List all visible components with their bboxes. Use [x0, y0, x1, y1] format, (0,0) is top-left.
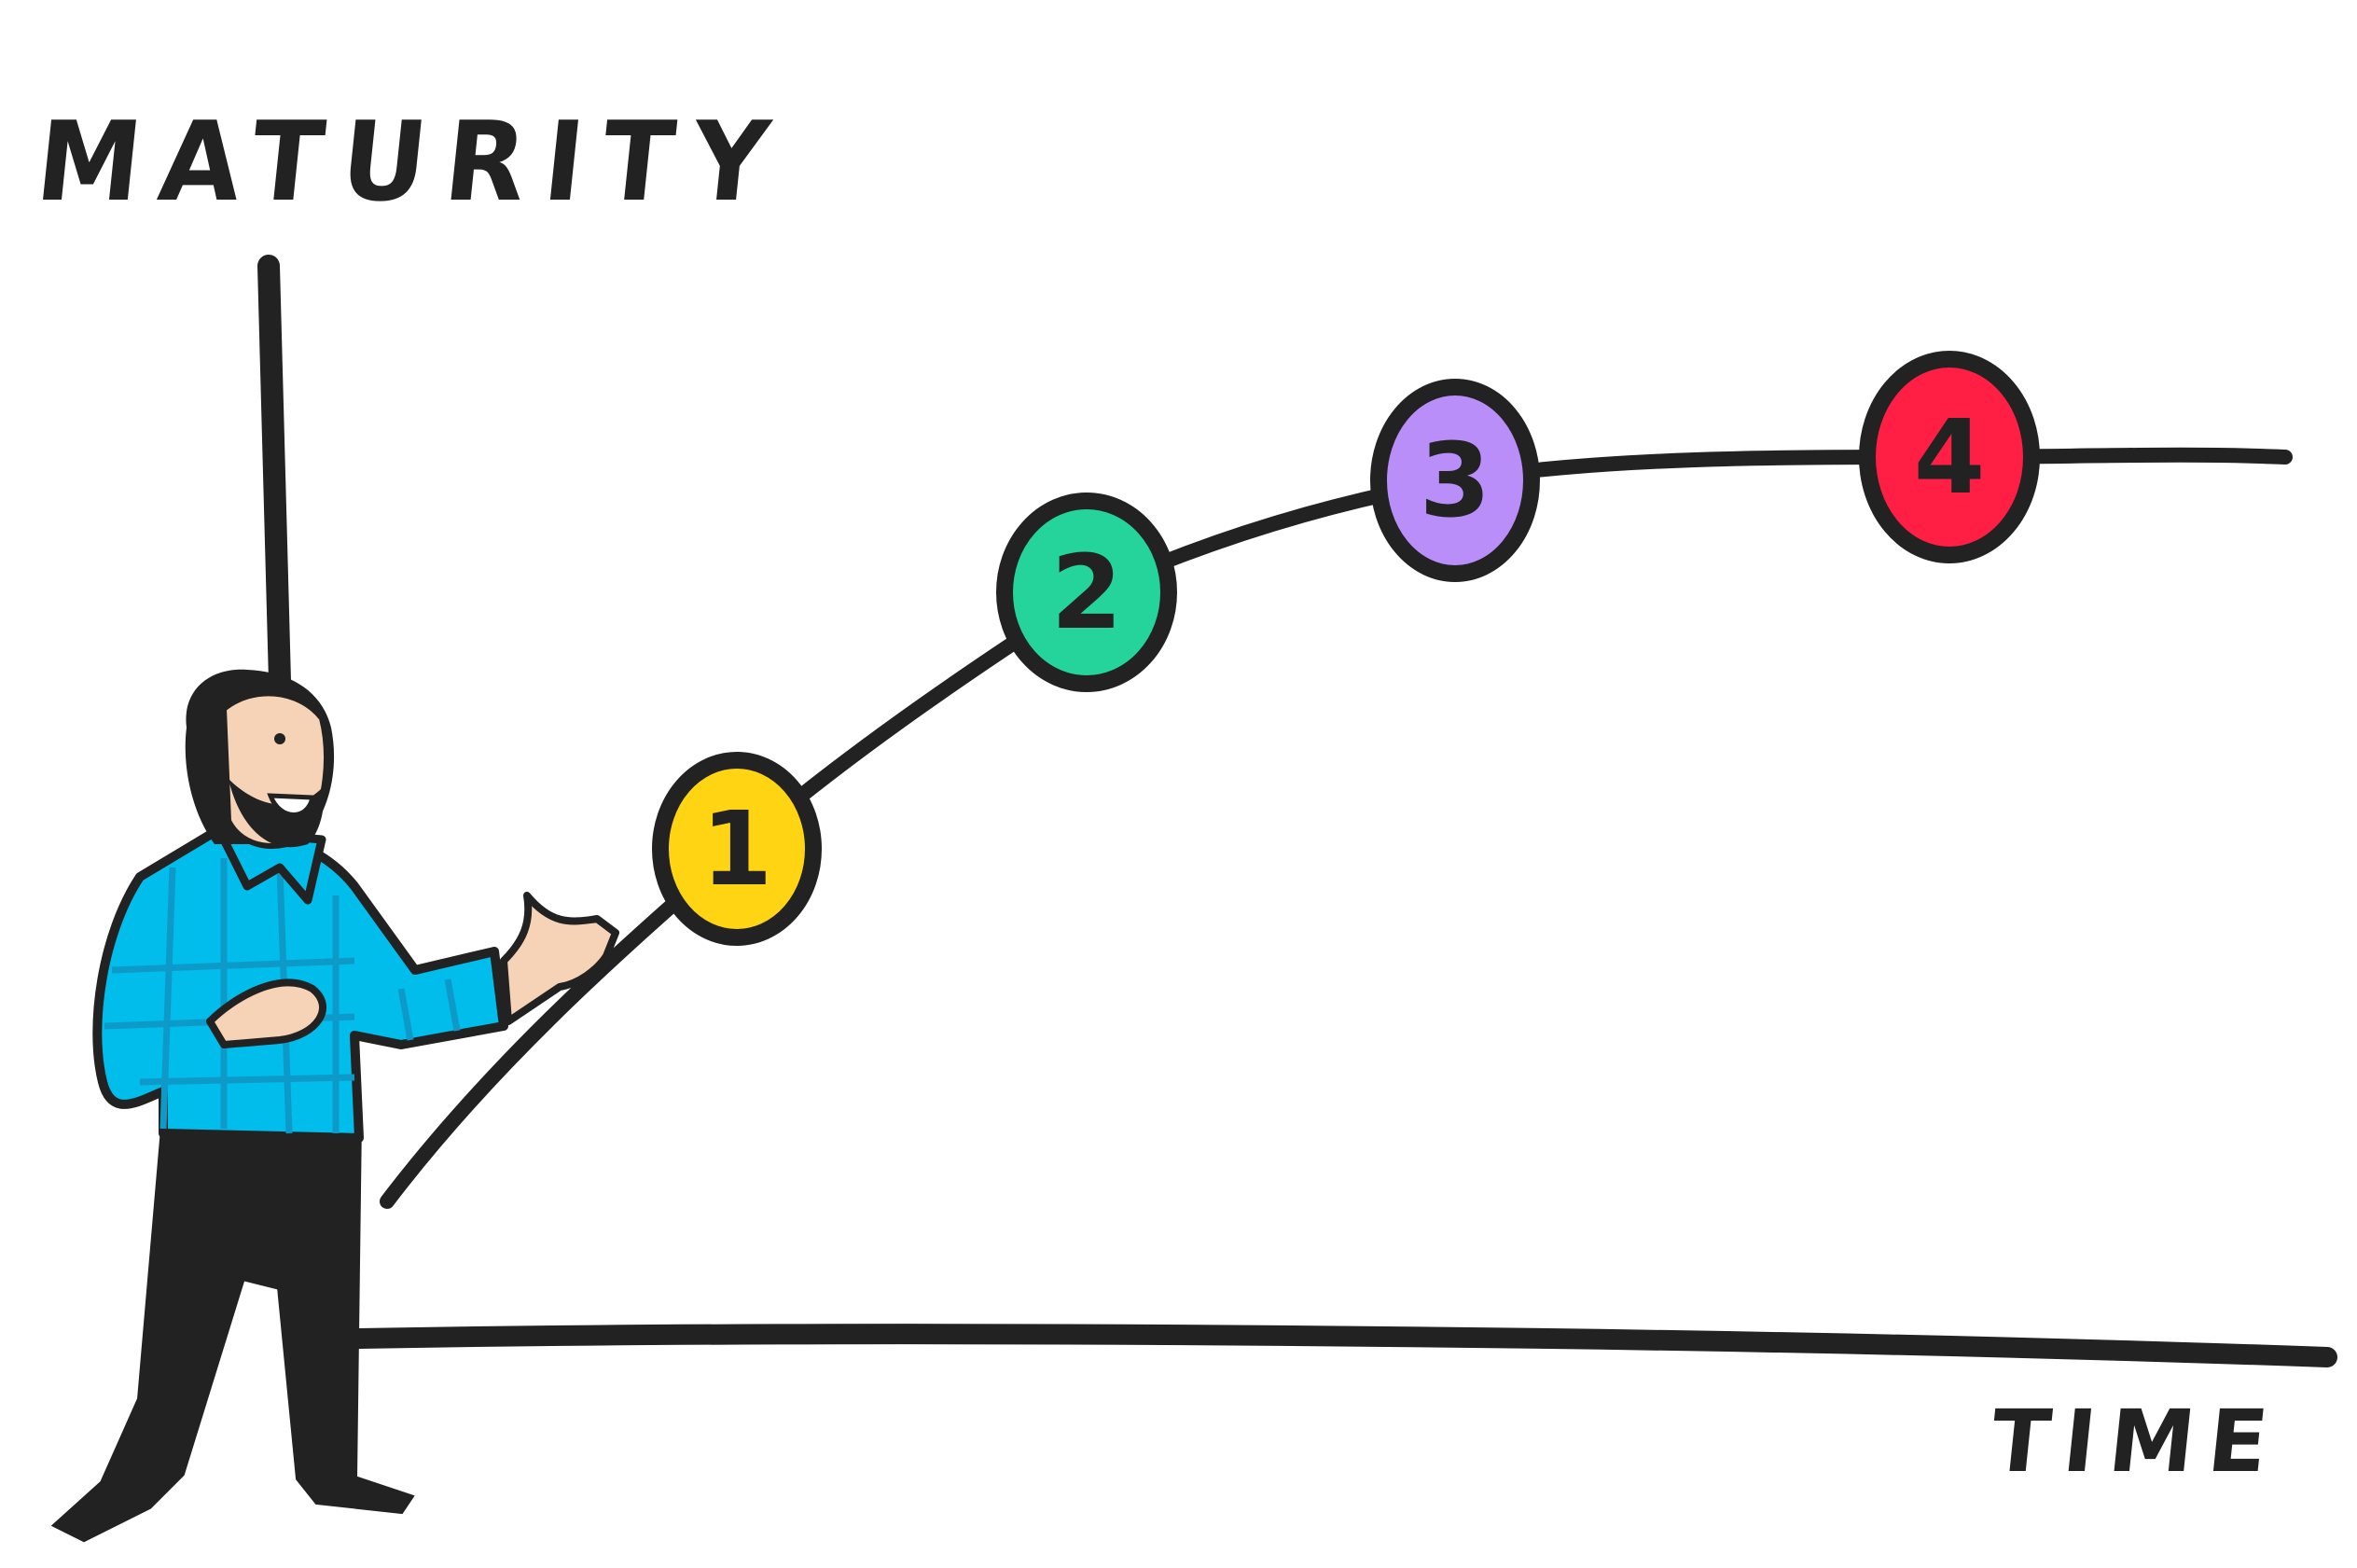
stage-number: 4: [1914, 397, 1986, 517]
stage-number: 2: [1051, 533, 1123, 652]
stage-1: 1: [652, 752, 822, 946]
y-axis-line: [257, 255, 291, 692]
left-hand: [206, 978, 326, 1048]
stage-circle: [652, 752, 822, 946]
stage-3: 3: [1370, 379, 1540, 582]
presenter-figure: [50, 669, 619, 1543]
stage-circle: [996, 493, 1177, 692]
stage-circle: [1370, 379, 1540, 582]
trousers: [50, 1116, 415, 1543]
stage-2: 2: [996, 493, 1177, 692]
right-hand: [500, 892, 619, 1025]
beard: [229, 779, 324, 848]
stage-number: 1: [701, 789, 773, 909]
stage-number: 3: [1420, 421, 1491, 540]
stage-4: 4: [1859, 351, 2040, 563]
stage-circle: [1859, 351, 2040, 563]
x-axis-line: [349, 1324, 2337, 1367]
eye: [274, 733, 285, 744]
stage-markers: 1 2 3 4: [652, 351, 2040, 946]
mouth: [267, 793, 316, 817]
